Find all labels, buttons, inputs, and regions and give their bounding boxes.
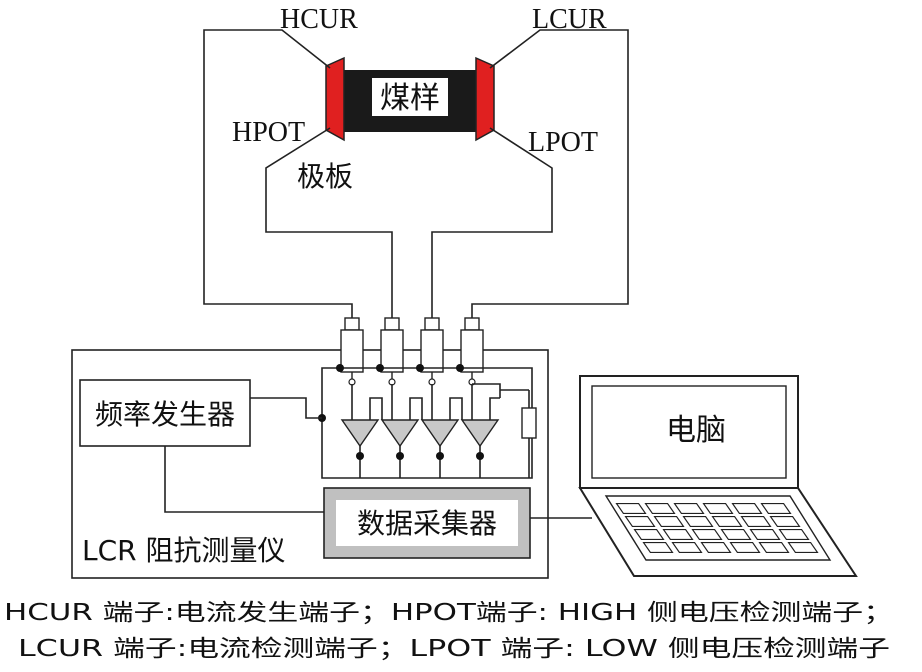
lpot-label: LPOT <box>528 127 598 158</box>
right-electrode-plate <box>475 56 495 142</box>
keyboard-key <box>644 502 676 515</box>
connector-lpot <box>420 317 444 386</box>
frequency-generator-label: 频率发生器 <box>95 398 235 431</box>
keyboard-key <box>691 528 723 541</box>
lcr-meter-label: LCR 阻抗测量仪 <box>82 534 286 567</box>
generator-output-wire <box>250 397 322 419</box>
keyboard-key <box>787 541 819 554</box>
keyboard-grid <box>615 502 819 554</box>
keyboard-key <box>662 528 694 541</box>
keyboard-key <box>778 528 810 541</box>
keyboard-key <box>642 541 674 554</box>
caption-line-2: LCUR 端子:电流检测端子；LPOT 端子: LOW 侧电压检测端子 <box>18 636 890 662</box>
keyboard-key <box>615 502 647 515</box>
hcur-label: HCUR <box>280 4 358 35</box>
keyboard-key <box>711 515 743 528</box>
connector-hpot <box>380 317 404 386</box>
plate-label: 极板 <box>297 160 353 193</box>
keyboard-key <box>633 528 665 541</box>
left-electrode-plate <box>325 56 345 142</box>
keyboard-key <box>624 515 656 528</box>
daq-label: 数据采集器 <box>357 507 497 540</box>
connector-hcur <box>340 317 364 386</box>
keyboard-key <box>671 541 703 554</box>
sample-label: 煤样 <box>380 81 440 116</box>
lcur-wire <box>471 29 629 320</box>
inner-circuit <box>318 364 537 479</box>
keyboard-key <box>731 502 763 515</box>
connector-lcur <box>460 317 484 386</box>
keyboard-key <box>740 515 772 528</box>
generator-to-daq-wire <box>164 446 324 513</box>
computer-label: 电脑 <box>666 413 726 448</box>
keyboard-key <box>700 541 732 554</box>
caption-line-1: HCUR 端子:电流发生端子；HPOT端子: HIGH 侧电压检测端子； <box>4 600 894 626</box>
hpot-wire <box>265 127 393 320</box>
lpot-wire <box>431 127 553 320</box>
keyboard-key <box>673 502 705 515</box>
hcur-wire <box>203 29 353 320</box>
keyboard-key <box>682 515 714 528</box>
keyboard-key <box>769 515 801 528</box>
laptop-computer: 电脑 <box>578 375 858 577</box>
keyboard-key <box>653 515 685 528</box>
keyboard-key <box>720 528 752 541</box>
hpot-label: HPOT <box>232 117 305 148</box>
frequency-generator-box <box>79 379 251 447</box>
keyboard-key <box>758 541 790 554</box>
keyboard-key <box>749 528 781 541</box>
keyboard-key <box>760 502 792 515</box>
keyboard-key <box>702 502 734 515</box>
keyboard-key <box>729 541 761 554</box>
